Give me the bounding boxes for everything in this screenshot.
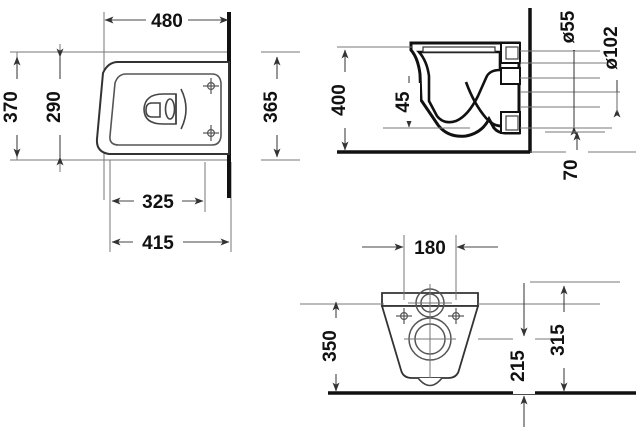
front-outlet-bump bbox=[417, 377, 443, 387]
dimension-55: ø55 bbox=[558, 4, 585, 136]
dimension-365-label: 365 bbox=[261, 91, 282, 123]
front-extension-lines bbox=[300, 235, 620, 340]
dimension-350-label: 350 bbox=[320, 330, 341, 362]
front-mount-mark-right bbox=[448, 308, 464, 324]
dimension-315-label: 315 bbox=[548, 324, 569, 356]
dimension-480-text: 480 bbox=[151, 11, 183, 32]
front-mount-mark-left bbox=[396, 308, 412, 324]
side-wall-fittings bbox=[500, 42, 521, 134]
dimension-180-label: 180 bbox=[414, 238, 446, 259]
dimension-370: 370 bbox=[1, 56, 28, 158]
plan-flush-detail bbox=[143, 88, 187, 130]
dimension-290: 290 bbox=[44, 48, 71, 166]
dimension-102-label: ø102 bbox=[601, 26, 622, 69]
side-rim-slot bbox=[422, 46, 496, 53]
dimension-215: 215 bbox=[508, 283, 535, 427]
front-mount-marks bbox=[396, 308, 464, 324]
dimension-102: ø102 bbox=[601, 18, 628, 118]
mount-mark-upper bbox=[203, 78, 219, 94]
dimension-215-label: 215 bbox=[508, 350, 529, 382]
dimension-350: 350 bbox=[320, 301, 347, 392]
dimension-480: 480 480 bbox=[104, 10, 229, 32]
dimension-45: 45 bbox=[393, 76, 420, 128]
plan-mount-marks bbox=[203, 78, 219, 141]
dimension-290-label: 290 bbox=[44, 91, 65, 123]
front-view: 180 350 215 315 bbox=[300, 235, 636, 427]
plan-view: 480 480 370 290 365 325 bbox=[1, 10, 300, 254]
dimension-180: 180 bbox=[362, 237, 498, 259]
dimension-55-label: ø55 bbox=[558, 10, 579, 43]
side-bowl-cavity bbox=[416, 50, 502, 124]
dimension-400-label: 400 bbox=[329, 84, 350, 116]
dimension-415-label: 415 bbox=[142, 233, 174, 254]
side-extension-lines bbox=[337, 46, 636, 153]
dimension-415: 415 bbox=[111, 232, 230, 254]
front-centre-lines bbox=[404, 284, 456, 378]
dimension-365: 365 bbox=[261, 51, 300, 161]
dimension-315: 315 bbox=[548, 285, 575, 392]
dimension-400: 400 bbox=[329, 49, 356, 151]
mount-mark-lower bbox=[203, 125, 219, 141]
dimension-45-label: 45 bbox=[393, 91, 414, 113]
dimension-325-label: 325 bbox=[142, 192, 174, 213]
dimension-70-label: 70 bbox=[561, 159, 582, 180]
side-view: 400 45 ø55 ø102 70 bbox=[329, 4, 636, 190]
dimension-70: 70 bbox=[545, 131, 605, 190]
dimension-325: 325 bbox=[111, 191, 204, 213]
dimension-370-label: 370 bbox=[1, 91, 22, 123]
